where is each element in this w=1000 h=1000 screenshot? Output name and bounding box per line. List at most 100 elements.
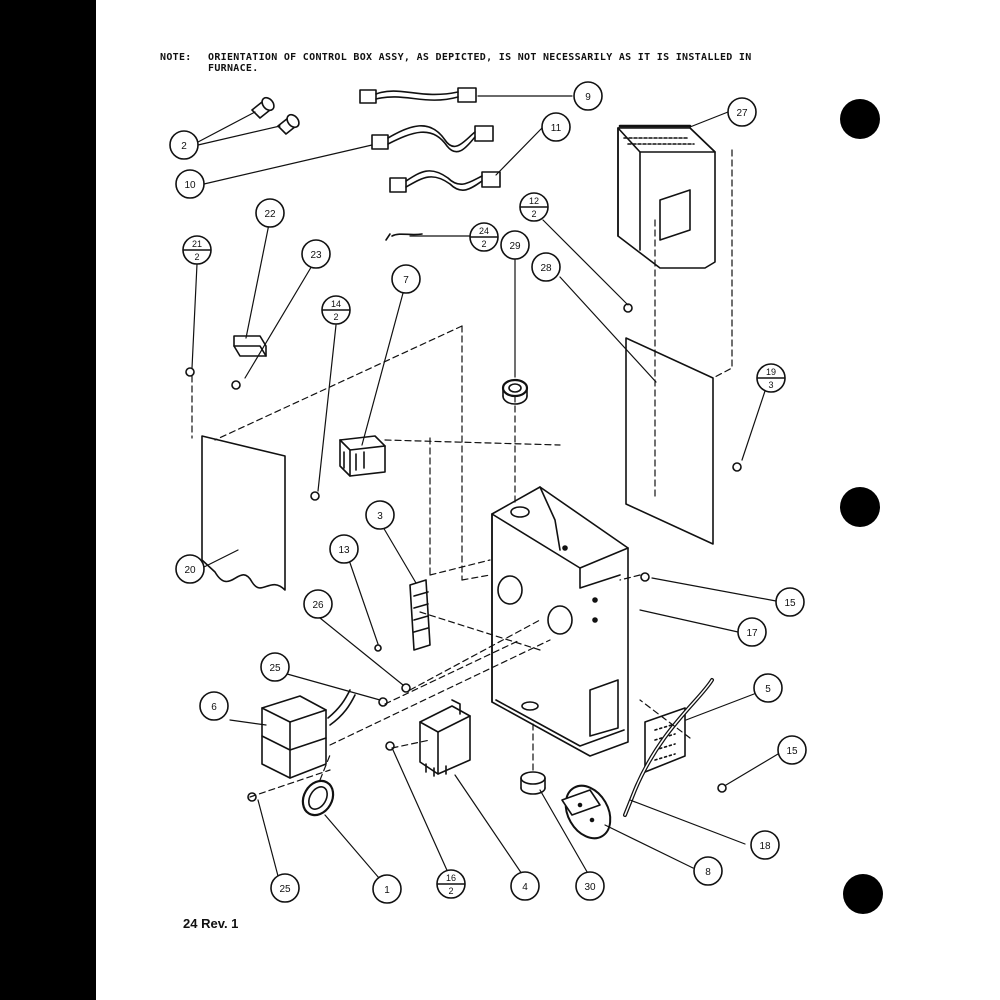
part-control-box-17 [491, 486, 629, 757]
part-relay-4 [419, 699, 471, 777]
part-wire-harness-9 [359, 87, 477, 104]
part-rod-18-highlight [624, 679, 713, 816]
callout-circle-7 [391, 264, 421, 294]
fraction-labels: 12 2 24 2 21 2 14 2 19 3 16 2 [192, 196, 776, 896]
screw-14 [310, 491, 320, 501]
screw-12 [623, 303, 633, 313]
callout-6: 6 [211, 702, 217, 713]
note-line-2: FURNACE. [208, 63, 259, 74]
callout-30: 30 [584, 882, 596, 893]
callout-circle-20 [175, 554, 205, 584]
screw-13 [374, 644, 382, 652]
part-terminal-strip-3 [409, 579, 431, 651]
part-relay-7 [339, 435, 386, 477]
callout-circle-23 [301, 239, 331, 269]
screw-21 [185, 367, 195, 377]
fraction-16-num: 16 [446, 873, 456, 883]
callout-circle-18 [750, 830, 780, 860]
fraction-19-num: 19 [766, 367, 776, 377]
callout-circle-15-upper [775, 587, 805, 617]
callout-1: 1 [384, 885, 390, 896]
callout-10: 10 [184, 180, 196, 191]
screw-23 [231, 380, 241, 390]
screw-15-lower [717, 783, 727, 793]
screw-15-upper [640, 572, 650, 582]
fraction-16-den: 2 [448, 886, 453, 896]
fraction-14-den: 2 [333, 312, 338, 322]
callout-25-lower: 25 [279, 884, 291, 895]
callout-circle-2 [169, 130, 199, 160]
callout-8: 8 [705, 867, 711, 878]
callout-circle-25-lower [270, 873, 300, 903]
binder-hole-bottom [843, 874, 883, 914]
screws [185, 303, 742, 802]
part-wire-clip-24 [385, 233, 423, 241]
callout-27: 27 [736, 108, 748, 119]
part-gasket-8 [561, 784, 612, 840]
part-bushing-1 [301, 779, 335, 817]
fraction-19-den: 3 [768, 380, 773, 390]
callout-circle-30 [575, 871, 605, 901]
callout-circle-3 [365, 500, 395, 530]
note-line-1: ORIENTATION OF CONTROL BOX ASSY, AS DEPI… [208, 52, 752, 63]
screw-25-upper [378, 697, 388, 707]
callout-bubbles [169, 81, 807, 904]
revision-label: 24 Rev. 1 [183, 916, 239, 931]
fraction-21-den: 2 [194, 252, 199, 262]
part-panel-28 [625, 337, 714, 545]
callout-5: 5 [765, 684, 771, 695]
orientation-note: NOTE: ORIENTATION OF CONTROL BOX ASSY, AS… [160, 52, 840, 74]
callout-circle-29 [500, 230, 530, 260]
callout-3: 3 [377, 511, 383, 522]
fraction-21-num: 21 [192, 239, 202, 249]
callout-25-upper: 25 [269, 663, 281, 674]
fraction-12-num: 12 [529, 196, 539, 206]
callout-18: 18 [759, 841, 771, 852]
screw-26 [401, 683, 411, 693]
binder-hole-middle [840, 487, 880, 527]
callout-9: 9 [585, 92, 591, 103]
part-wire-harness-10 [371, 125, 494, 153]
note-label: NOTE: [160, 52, 192, 63]
fraction-24-den: 2 [481, 239, 486, 249]
fraction-12-den: 2 [531, 209, 536, 219]
callout-circle-6 [199, 691, 229, 721]
callout-13: 13 [338, 545, 350, 556]
fraction-14-num: 14 [331, 299, 341, 309]
alignment-lines [191, 149, 733, 798]
callout-20: 20 [184, 565, 196, 576]
callout-circle-15-lower [777, 735, 807, 765]
callout-circle-25-upper [260, 652, 290, 682]
part-insulation-20 [201, 435, 286, 591]
part-plug-30 [520, 771, 546, 795]
callout-4: 4 [522, 882, 528, 893]
screw-16 [385, 741, 395, 751]
part-transformer-6 [261, 689, 356, 779]
part-wire-harness-11 [389, 170, 501, 193]
callout-circle-4 [510, 871, 540, 901]
callout-circle-9 [573, 81, 603, 111]
callout-22: 22 [264, 209, 276, 220]
callout-circle-22 [255, 198, 285, 228]
leader-lines [191, 95, 779, 886]
callout-labels: 2 9 10 11 27 22 23 7 29 28 3 13 26 20 6 … [181, 92, 798, 896]
binder-hole-top [840, 99, 880, 139]
callout-circle-1 [372, 874, 402, 904]
part-bracket-22 [233, 335, 267, 357]
screw-25-lower [247, 792, 257, 802]
callout-circle-26 [303, 589, 333, 619]
callout-circle-10 [175, 169, 205, 199]
callout-circle-5 [753, 673, 783, 703]
callout-28: 28 [540, 263, 552, 274]
callout-23: 23 [310, 250, 322, 261]
callout-17: 17 [746, 628, 758, 639]
callout-2: 2 [181, 141, 187, 152]
callout-circle-11 [541, 112, 571, 142]
callout-15-lower: 15 [786, 746, 798, 757]
callout-circle-28 [531, 252, 561, 282]
callout-11: 11 [551, 123, 562, 134]
part-knobs [251, 96, 300, 135]
screw-19 [732, 462, 742, 472]
fraction-24-num: 24 [479, 226, 489, 236]
